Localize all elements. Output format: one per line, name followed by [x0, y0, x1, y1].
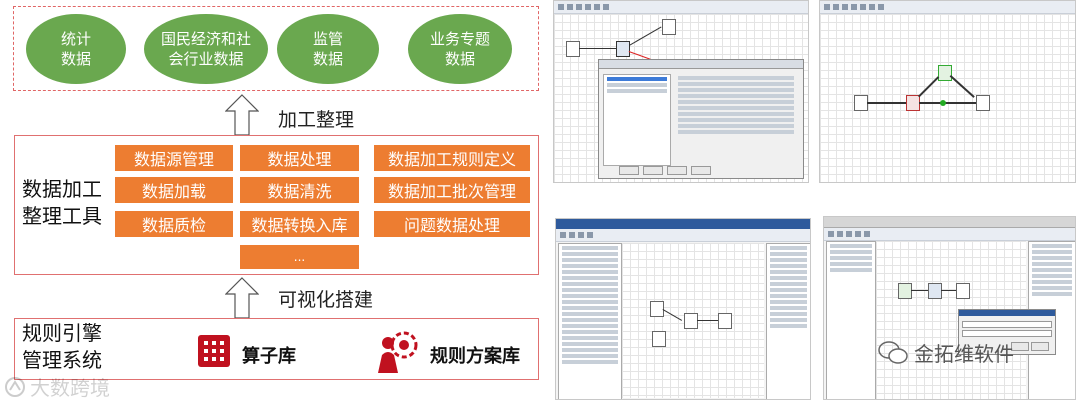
- toolbar: [824, 228, 1075, 241]
- screenshot-job-designer: [823, 216, 1076, 400]
- dialog-button[interactable]: [619, 166, 639, 175]
- module-transform-load: 数据转换入库: [240, 211, 359, 237]
- module-datasource-mgmt: 数据源管理: [115, 145, 233, 171]
- step-node: [976, 95, 990, 111]
- ok-marker-icon: [940, 100, 946, 106]
- tools-box-title: 数据加工 整理工具: [22, 176, 102, 230]
- step-node: [684, 313, 698, 329]
- hop-line: [941, 290, 956, 291]
- step-node: [566, 41, 580, 57]
- hop-line: [697, 320, 718, 321]
- step-node: [718, 313, 732, 329]
- ellipse-economy-industry-data: 国民经济和社 会行业数据: [144, 14, 268, 84]
- window-titlebar: [824, 217, 1075, 228]
- module-data-cleansing: 数据清洗: [240, 177, 359, 203]
- module-quality-check: 数据质检: [115, 211, 233, 237]
- step-node: [854, 95, 868, 111]
- toolbar: [556, 229, 810, 242]
- up-arrow-icon: [225, 277, 259, 319]
- rule-scheme-library-icon: [374, 327, 424, 375]
- watermark-right: 金拓维软件: [878, 338, 1014, 367]
- toolbar: [554, 1, 808, 14]
- toolbar: [820, 1, 1075, 14]
- hop-line: [579, 48, 616, 49]
- watermark-logo-icon: [4, 376, 26, 398]
- ellipse-business-topic-data: 业务专题 数据: [408, 14, 512, 84]
- step-node: [898, 283, 912, 299]
- step-node: [662, 19, 676, 35]
- dialog-window: [598, 59, 804, 179]
- step-node: [652, 331, 666, 347]
- screenshot-workbench: [555, 218, 811, 400]
- dialog-button[interactable]: [643, 166, 663, 175]
- hop-line: [867, 102, 906, 104]
- wechat-icon: [878, 340, 908, 366]
- dialog-left-list: [603, 74, 671, 166]
- operator-library-icon: [196, 333, 232, 369]
- window-titlebar: [556, 219, 810, 229]
- watermark-left-text: 大数跨境: [30, 372, 110, 401]
- caption-visual-build: 可视化搭建: [278, 285, 373, 312]
- screenshot-editor-dialog: [553, 0, 809, 183]
- step-node: [938, 65, 952, 81]
- module-data-processing: 数据处理: [240, 145, 359, 171]
- screenshot-flow-canvas: [819, 0, 1076, 183]
- caption-processing: 加工整理: [278, 105, 354, 132]
- rule-scheme-library-label: 规则方案库: [430, 342, 520, 368]
- hop-line: [919, 102, 976, 104]
- step-node: [616, 41, 630, 57]
- watermark-left: 大数跨境: [4, 372, 110, 401]
- module-more: ...: [240, 245, 359, 269]
- dialog-button[interactable]: [691, 166, 711, 175]
- tree-panel: [826, 241, 876, 400]
- module-data-loading: 数据加载: [115, 177, 233, 203]
- rules-box-title: 规则引擎 管理系统: [22, 320, 102, 374]
- palette-panel: [766, 243, 811, 400]
- watermark-right-text: 金拓维软件: [914, 338, 1014, 367]
- tree-panel: [558, 243, 622, 400]
- hop-line: [911, 290, 928, 291]
- ellipse-regulatory-data: 监管 数据: [277, 14, 379, 84]
- module-problem-data: 问题数据处理: [374, 211, 530, 237]
- up-arrow-icon: [225, 94, 259, 136]
- dialog-button[interactable]: [1031, 342, 1049, 351]
- operator-library-label: 算子库: [242, 342, 296, 368]
- dialog-titlebar: [599, 60, 803, 69]
- dialog-titlebar: [959, 310, 1055, 316]
- step-node: [956, 283, 970, 299]
- ellipse-statistics-data: 统计 数据: [26, 14, 126, 84]
- module-batch-mgmt: 数据加工批次管理: [374, 177, 530, 203]
- step-node: [906, 95, 920, 111]
- dialog-form: [675, 74, 797, 164]
- step-node: [928, 283, 942, 299]
- module-rule-definition: 数据加工规则定义: [374, 145, 530, 171]
- dialog-button[interactable]: [667, 166, 687, 175]
